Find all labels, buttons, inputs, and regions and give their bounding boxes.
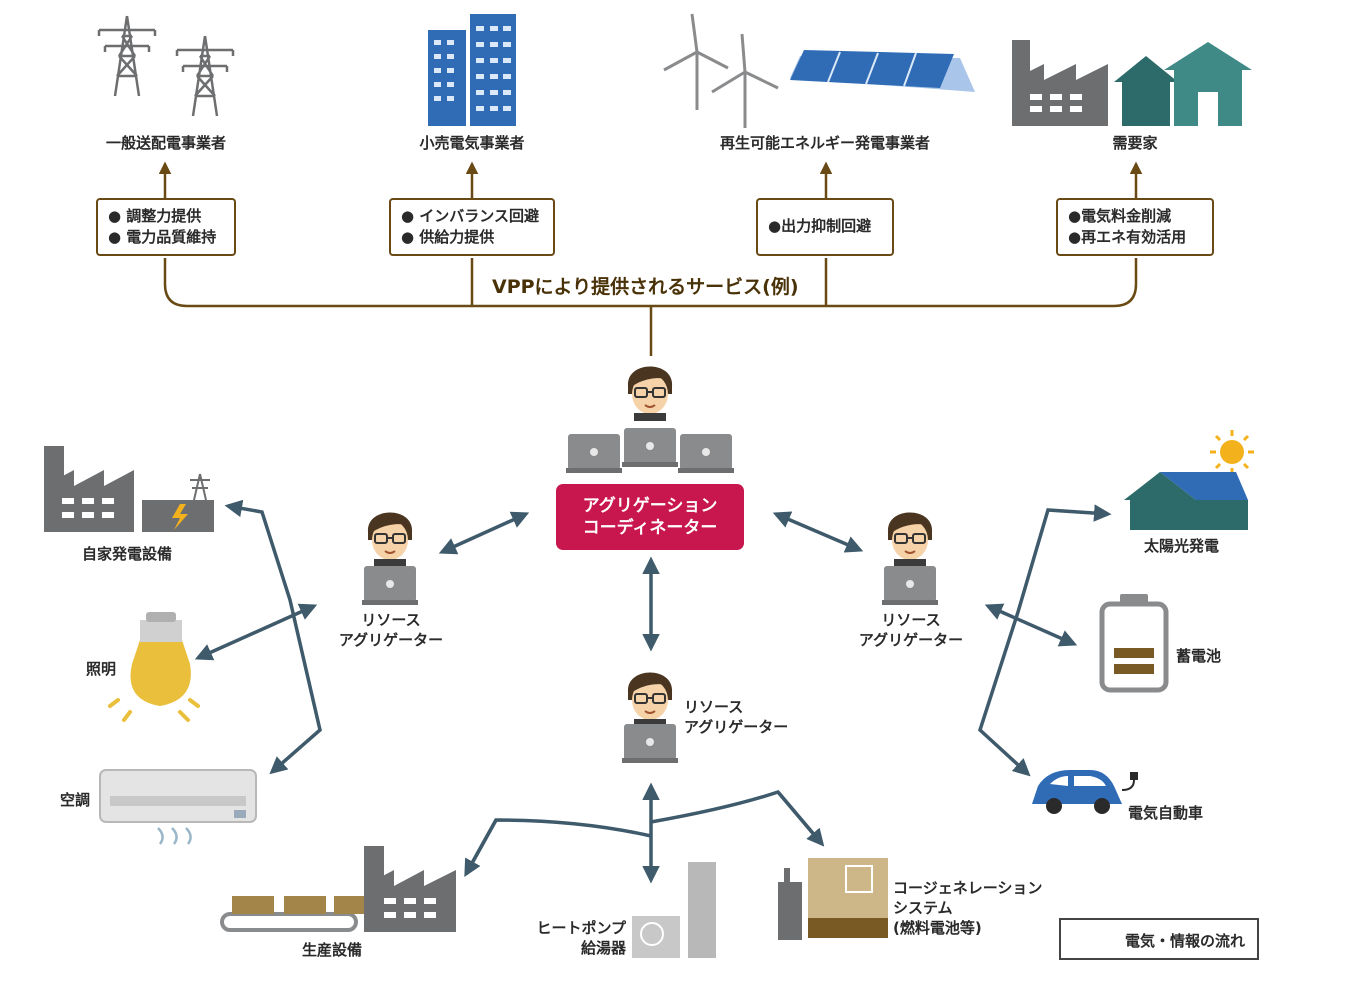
conveyor-icon — [220, 896, 364, 932]
vpp-services-label: VPPにより提供されるサービス(例) — [486, 272, 805, 299]
aggregator-line2: アグリゲーター — [338, 631, 444, 649]
solar-panel-icon — [790, 50, 975, 92]
service-line: ● 調整力提供 — [108, 207, 202, 225]
service-line: ● 供給力提供 — [401, 228, 495, 246]
air-conditioner-icon — [99, 769, 257, 845]
legend-label: 電気・情報の流れ — [1125, 932, 1246, 950]
service-box-transmission: ● 調整力提供 ● 電力品質維持 — [96, 198, 236, 256]
self-generation-label: 自家発電設備 — [82, 545, 173, 563]
heatpump-label: ヒートポンプ 給湯器 — [530, 918, 626, 958]
aggregator-line1: リソース — [684, 698, 744, 716]
heat-pump-icon — [632, 862, 716, 958]
service-line: ●再エネ有効活用 — [1068, 228, 1187, 246]
service-box-retail: ● インバランス回避 ● 供給力提供 — [389, 198, 555, 256]
aggregation-coordinator-box: アグリゲーション コーディネーター — [556, 484, 744, 550]
coordinator-line1: アグリゲーション — [582, 496, 718, 516]
bottom-aggregator-label: リソース アグリゲーター — [684, 697, 788, 737]
sun-icon — [1210, 430, 1254, 474]
left-aggregator-figure — [362, 511, 418, 605]
coordinator-figure — [566, 365, 734, 473]
solar-house-icon — [1124, 472, 1248, 530]
house-icon — [1114, 42, 1252, 126]
service-line: ● 電力品質維持 — [108, 228, 217, 246]
service-line: ●電気料金削減 — [1068, 207, 1172, 225]
solar-label: 太陽光発電 — [1144, 537, 1220, 555]
right-aggregator-label: リソース アグリゲーター — [859, 610, 963, 650]
actor-retail-label: 小売電気事業者 — [419, 134, 525, 152]
wind-turbine-icon — [663, 13, 779, 128]
coordinator-line2: コーディネーター — [582, 518, 718, 538]
actor-consumer-label: 需要家 — [1112, 134, 1158, 152]
cogen-line2: システム — [893, 899, 953, 917]
actor-transmission-label: 一般送配電事業者 — [105, 134, 227, 152]
battery-label: 蓄電池 — [1176, 647, 1222, 665]
cogeneration-label: コージェネレーション システム (燃料電池等) — [893, 878, 1042, 938]
lighting-label: 照明 — [86, 660, 117, 678]
building-icon — [428, 14, 516, 126]
service-bracket — [158, 161, 1143, 356]
aircon-label: 空調 — [60, 791, 91, 809]
light-bulb-icon — [108, 612, 200, 722]
ev-label: 電気自動車 — [1128, 804, 1204, 822]
aggregator-line1: リソース — [881, 611, 941, 629]
heatpump-line1: ヒートポンプ — [536, 919, 626, 937]
cogeneration-icon — [778, 858, 888, 940]
aggregator-line1: リソース — [361, 611, 421, 629]
service-line: ●出力抑制回避 — [768, 217, 872, 235]
battery-icon — [1099, 594, 1169, 693]
aggregator-line2: アグリゲーター — [684, 718, 789, 736]
heatpump-line2: 給湯器 — [580, 939, 626, 957]
service-box-consumer: ●電気料金削減 ●再エネ有効活用 — [1056, 198, 1214, 256]
flow-arrows — [194, 499, 1112, 884]
cogen-line3: (燃料電池等) — [893, 919, 982, 937]
cogen-line1: コージェネレーション — [893, 879, 1043, 897]
electric-car-icon — [1032, 770, 1138, 814]
actor-renewable-label: 再生可能エネルギー発電事業者 — [719, 134, 931, 152]
legend: 電気・情報の流れ — [1059, 918, 1259, 960]
service-box-renewable: ●出力抑制回避 — [756, 198, 894, 256]
right-aggregator-figure — [882, 511, 938, 605]
production-factory-icon — [364, 846, 456, 932]
transmission-tower-icon — [97, 14, 235, 118]
service-line: ● インバランス回避 — [401, 207, 540, 225]
aggregator-line2: アグリゲーター — [858, 631, 964, 649]
bottom-aggregator-figure — [622, 671, 678, 763]
factory-icon — [1012, 40, 1108, 126]
self-generation-icon — [44, 446, 214, 532]
production-label: 生産設備 — [302, 941, 363, 959]
left-aggregator-label: リソース アグリゲーター — [339, 610, 443, 650]
